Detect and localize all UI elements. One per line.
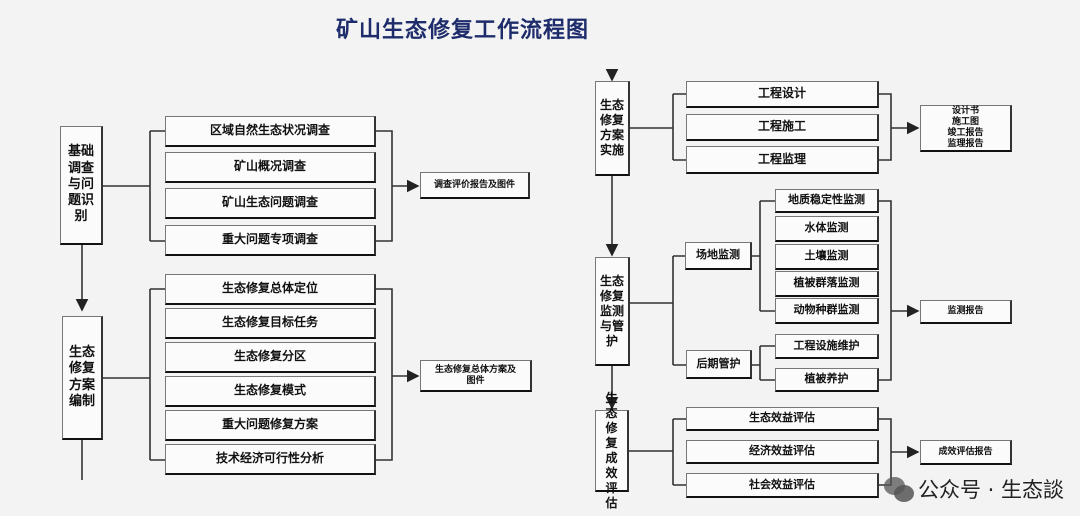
watermark: 公众号 · 生态談 [884,474,1064,504]
stage-basic-survey: 基础调查与问题识别 [60,126,103,245]
output-line: 竣工报告 [947,128,984,138]
step-box: 技术经济可行性分析 [165,444,376,475]
step-box: 经济效益评估 [686,440,879,464]
output-line: 监理报告 [947,138,984,149]
output-box: 设计书 施工图 竣工报告 监理报告 [920,105,1012,152]
output-box: 调查评价报告及图件 [420,172,530,199]
step-box: 动物种群监测 [775,298,879,324]
step-box: 植被养护 [775,368,879,392]
output-line: 设计书 [951,106,979,117]
output-box: 成效评估报告 [920,440,1012,465]
step-box: 社会效益评估 [686,473,879,498]
step-box: 生态修复分区 [165,342,376,373]
step-box: 生态修复总体定位 [165,274,376,305]
step-box: 工程设施维护 [775,334,879,359]
output-box: 监测报告 [920,300,1012,324]
stage-plan: 生态修复方案编制 [62,316,103,440]
step-box: 水体监测 [775,216,879,242]
step-box: 工程监理 [686,146,879,174]
step-box: 重大问题修复方案 [165,410,376,441]
step-box: 矿山概况调查 [165,152,376,183]
watermark-text: 公众号 · 生态談 [918,478,1065,502]
output-line: 施工图 [951,117,979,128]
step-box: 重大问题专项调查 [165,225,376,256]
wechat-icon [884,476,914,502]
step-box: 植被群落监测 [775,271,879,297]
aftercare-box: 后期管护 [686,350,752,379]
step-box: 生态修复目标任务 [165,308,376,339]
step-box: 地质稳定性监测 [775,189,879,213]
step-box: 工程施工 [686,114,879,141]
step-box: 工程设计 [686,81,879,108]
step-box: 生态修复模式 [165,376,376,407]
step-box: 土壤监测 [775,244,879,270]
site-monitoring-box: 场地监测 [685,242,752,270]
output-box: 生态修复总体方案及图件 [420,360,532,392]
stage-evaluation: 生态修复成效评估 [595,391,629,510]
step-box: 区域自然生态状况调查 [165,116,376,147]
stage-implementation: 生态修复方案实施 [595,81,630,176]
page-title: 矿山生态修复工作流程图 [335,18,589,43]
stage-monitoring: 生态修复监测与管护 [595,257,630,366]
step-box: 生态效益评估 [686,407,879,431]
step-box: 矿山生态问题调查 [165,188,376,219]
